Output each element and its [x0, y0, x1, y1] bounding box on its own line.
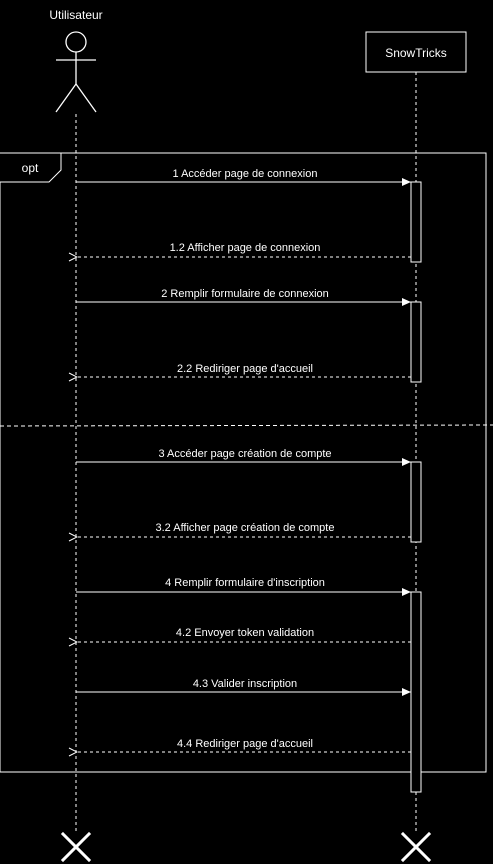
- actor-user: Utilisateur: [49, 8, 103, 113]
- participant-system: SnowTricks: [365, 31, 467, 73]
- message-label: 3 Accéder page création de compte: [158, 448, 331, 460]
- message-label: 4.4 Rediriger page d'accueil: [177, 738, 313, 750]
- message-label: 2 Remplir formulaire de connexion: [161, 288, 329, 300]
- message-1-2: 1.2 Afficher page de connexion: [77, 242, 411, 257]
- message-label: 2.2 Rediriger page d'accueil: [177, 363, 313, 375]
- messages: 1 Accéder page de connexion 1.2 Afficher…: [76, 168, 411, 752]
- message-label: 4 Remplir formulaire d'inscription: [165, 577, 325, 589]
- message-3: 3 Accéder page création de compte: [76, 448, 411, 466]
- destroy-marker-system: [400, 831, 432, 863]
- fragment-operator: opt: [22, 161, 39, 175]
- participant-system-label: SnowTricks: [385, 46, 447, 60]
- actor-user-label: Utilisateur: [49, 8, 102, 22]
- message-4: 4 Remplir formulaire d'inscription: [76, 577, 411, 596]
- activation-bar: [410, 461, 422, 543]
- message-label: 3.2 Afficher page création de compte: [156, 522, 335, 534]
- participant-box: [365, 31, 467, 73]
- fragment-separator: [0, 424, 493, 427]
- destroy-marker-user: [60, 831, 92, 863]
- opt-fragment: opt: [0, 152, 493, 773]
- message-4-3: 4.3 Valider inscription: [76, 678, 411, 696]
- message-label: 1.2 Afficher page de connexion: [170, 242, 321, 254]
- message-2: 2 Remplir formulaire de connexion: [76, 288, 411, 306]
- activation-bar: [410, 181, 422, 263]
- message-4-2: 4.2 Envoyer token validation: [77, 627, 411, 642]
- message-label: 4.3 Valider inscription: [193, 678, 297, 690]
- fragment-frame: [0, 152, 487, 773]
- message-label: 4.2 Envoyer token validation: [176, 627, 314, 639]
- fragment-tab: [0, 152, 62, 183]
- activation-bar: [410, 591, 422, 793]
- activation-bar: [410, 301, 422, 383]
- message-1: 1 Accéder page de connexion: [76, 168, 411, 186]
- activations: [410, 181, 422, 793]
- stick-figure-icon: [55, 31, 97, 113]
- message-label: 1 Accéder page de connexion: [173, 168, 318, 180]
- message-2-2: 2.2 Rediriger page d'accueil: [77, 363, 411, 377]
- message-4-4: 4.4 Rediriger page d'accueil: [77, 738, 411, 752]
- message-3-2: 3.2 Afficher page création de compte: [77, 522, 411, 537]
